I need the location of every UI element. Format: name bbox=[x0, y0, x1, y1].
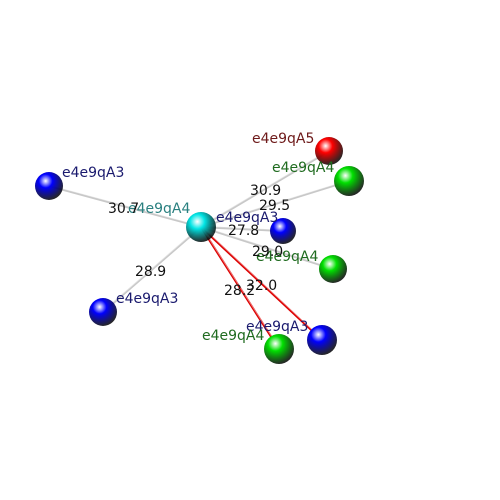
bond-highlight-n2 bbox=[200, 149, 330, 227]
bonds-layer bbox=[47, 149, 351, 351]
bond-n3 bbox=[199, 179, 351, 229]
atom-n5[interactable] bbox=[319, 255, 347, 283]
atom-label-n7: e4e9qA3 bbox=[246, 319, 308, 335]
atoms-layer bbox=[35, 137, 364, 364]
atom-n6[interactable] bbox=[89, 298, 117, 326]
labels-layer: e4e9qA3e4e9qA5e4e9qA4e4e9qA3e4e9qA4e4e9q… bbox=[62, 131, 335, 344]
distance-label-n8: 28.2 bbox=[224, 283, 255, 299]
atom-n3[interactable] bbox=[334, 166, 364, 196]
atom-label-n8: e4e9qA4 bbox=[202, 328, 265, 344]
atom-label-n1: e4e9qA3 bbox=[62, 165, 124, 181]
bond-highlight-n1 bbox=[48, 184, 202, 227]
bond-highlight-n5 bbox=[200, 225, 334, 269]
distance-label-n6: 28.9 bbox=[135, 264, 166, 280]
atom-label-n6: e4e9qA3 bbox=[116, 291, 178, 307]
distance-label-n2: 30.9 bbox=[250, 183, 281, 199]
atom-label-n2: e4e9qA5 bbox=[252, 131, 314, 147]
atom-label-n3: e4e9qA4 bbox=[272, 160, 335, 176]
atom-n7[interactable] bbox=[307, 325, 337, 355]
bond-n6 bbox=[101, 225, 203, 314]
bond-n2 bbox=[199, 149, 331, 229]
atom-n4[interactable] bbox=[270, 218, 296, 244]
atom-n2[interactable] bbox=[315, 137, 343, 165]
atom-label-n5: e4e9qA4 bbox=[256, 249, 319, 265]
atom-label-n4: e4e9qA3 bbox=[216, 210, 278, 226]
atom-label-center: e4e9qA4 bbox=[128, 201, 191, 217]
distance-label-n1: 30.7 bbox=[108, 201, 139, 217]
distance-label-n4: 27.8 bbox=[228, 223, 259, 239]
distance-label-n5: 29.0 bbox=[252, 244, 283, 260]
bond-highlight-n8 bbox=[200, 225, 280, 349]
bond-highlight-n6 bbox=[102, 225, 202, 312]
distance-label-n3: 29.5 bbox=[259, 198, 290, 214]
atom-center[interactable] bbox=[186, 212, 216, 242]
bond-n1 bbox=[47, 184, 203, 229]
bond-highlight-n7 bbox=[200, 225, 323, 340]
bond-n8 bbox=[199, 225, 281, 351]
bond-n5 bbox=[199, 225, 335, 271]
bond-highlight-n3 bbox=[200, 179, 350, 227]
distance-label-n7: 32.0 bbox=[246, 278, 277, 294]
atom-n1[interactable] bbox=[35, 172, 63, 200]
bond-n7 bbox=[199, 225, 324, 342]
atom-n8[interactable] bbox=[264, 334, 294, 364]
